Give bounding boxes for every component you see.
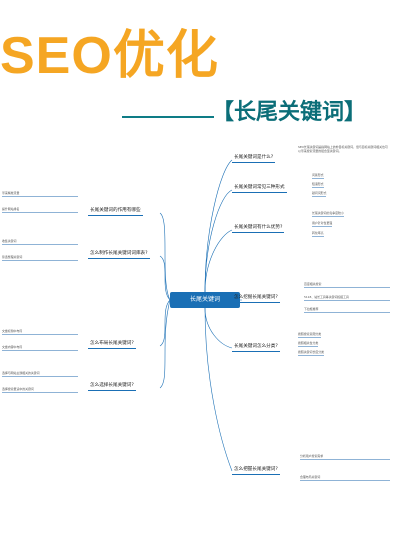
connector — [204, 307, 233, 349]
leaf-text: 疑问词形式 — [312, 191, 327, 197]
connector — [204, 189, 233, 293]
leaf-text: 5118、站长工具等关键词挖掘工具 — [304, 295, 390, 301]
leaf-text: 问答形式 — [312, 173, 324, 179]
branch-node: 怎么布局长尾关键词? — [88, 341, 136, 349]
leaf-text: 文章内容中布局 — [2, 345, 78, 351]
subtitle-rule — [122, 116, 214, 118]
leaf-text: 百度相关搜索 — [304, 282, 390, 288]
page-subtitle: 【长尾关键词】 — [212, 100, 367, 125]
page-title: SEO优化 — [0, 27, 219, 85]
connector — [159, 255, 171, 301]
branch-node: 怎么把握长尾关键词? — [232, 467, 280, 475]
connector — [204, 159, 233, 293]
leaf-text: 带来精准流量 — [2, 191, 78, 197]
connector — [159, 299, 171, 389]
connector — [159, 299, 171, 347]
connector — [204, 307, 233, 472]
leaf-text: 选择搜索量适中的关键词 — [2, 387, 78, 393]
leaf-text: 合理布局关键词 — [300, 475, 390, 481]
branch-node: 长尾关键词常见三种形式 — [232, 185, 287, 193]
center-node: 长尾关键词 — [170, 292, 240, 308]
leaf-text: 分析用户搜索需求 — [300, 454, 390, 460]
leaf-text: 用户针对性更强 — [312, 221, 333, 227]
leaf-text: 按照关键词长度分类 — [298, 350, 325, 356]
leaf-text: 按照搜索意图分类 — [298, 332, 322, 338]
leaf-text: 筛选整理关键词 — [2, 255, 78, 261]
leaf-text: 短语形式 — [312, 182, 324, 188]
branch-node: 长尾关键词怎么分类? — [232, 344, 280, 352]
leaf-text: SEO长尾关键词是指网站上的非目标关键词，但与目标关键词相关也可以带来搜索流量的… — [298, 145, 388, 153]
leaf-text: 转化率高 — [312, 231, 324, 237]
leaf-text: 收集关键词 — [2, 239, 78, 245]
branch-node: 长尾关键词的作用有哪些 — [88, 208, 143, 216]
leaf-text: 文章标题中布局 — [2, 329, 78, 335]
branch-node: 怎么选择长尾关键词? — [88, 383, 136, 391]
leaf-text: 下拉框推荐 — [304, 307, 390, 313]
branch-node: 长尾关键词是什么? — [232, 155, 276, 163]
branch-node: 长尾关键词有什么优势? — [232, 225, 285, 233]
connector — [204, 229, 233, 293]
leaf-text: 长尾关键词的竞争度较小 — [312, 211, 344, 217]
leaf-text: 按照相关性分类 — [298, 341, 319, 347]
connector — [159, 212, 171, 301]
leaf-text: 选择与网站主题相关的关键词 — [2, 371, 78, 377]
branch-node: 怎么制作长尾关键词词库表? — [88, 251, 150, 259]
branch-node: 怎么挖掘长尾关键词? — [232, 295, 280, 303]
leaf-text: 提升网站排名 — [2, 207, 78, 213]
